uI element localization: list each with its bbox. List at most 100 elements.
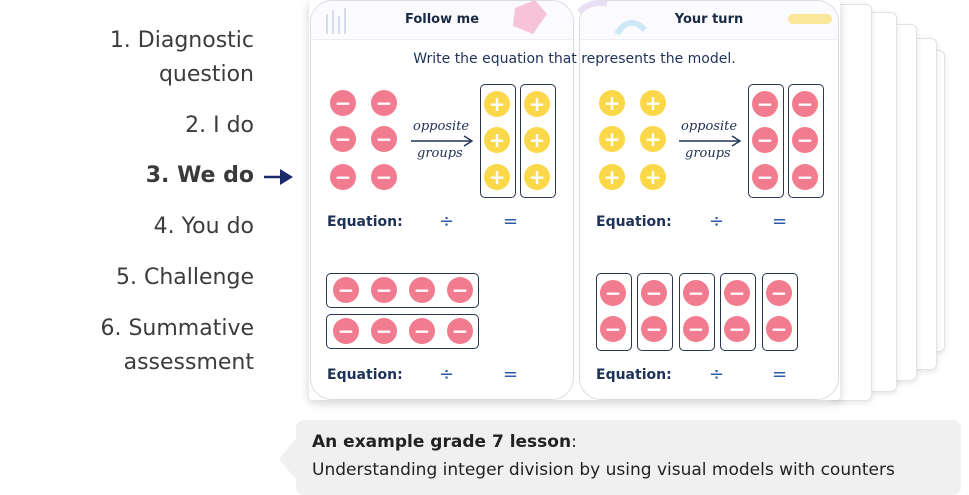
divide-symbol: ÷ [439,364,455,385]
caption-text: Understanding integer division by using … [312,460,895,480]
arrow-icon [679,135,742,147]
plus-icon: + [488,92,506,116]
group-box [788,84,824,198]
step-we-do[interactable]: 3. We do [146,159,254,193]
step-label: 2. I do [185,113,254,138]
negative-counter: − [683,280,709,306]
opposite-label: opposite [413,119,470,134]
group-box [762,273,798,351]
negative-counter: − [600,316,626,342]
positive-counter: + [640,126,666,152]
minus-icon: − [334,91,352,115]
equation-label: Equation: [327,214,403,230]
minus-icon: − [645,317,663,341]
step-i-do[interactable]: 2. I do [185,109,254,143]
negative-counter: − [330,164,356,190]
plus-icon: + [488,128,506,152]
positive-counter: + [524,91,550,117]
negative-counter: − [766,316,792,342]
negative-counter: − [409,277,435,303]
equals-symbol: = [772,364,788,385]
plus-icon: + [528,165,546,189]
groups-label: groups [417,146,463,161]
minus-icon: − [413,278,431,302]
step-label: 1. Diagnostic [109,28,254,53]
divide-symbol: ÷ [709,364,725,385]
divide-symbol: ÷ [709,211,725,232]
groups-label: groups [685,146,731,161]
positive-counter: + [599,126,625,152]
arrow-icon [411,135,474,147]
positive-counter: + [524,127,550,153]
step-you-do[interactable]: 4. You do [154,210,254,244]
positive-counter: + [484,91,510,117]
caption-title: An example grade 7 lesson: [312,432,577,452]
minus-icon: − [604,281,622,305]
minus-icon: − [645,281,663,305]
minus-icon: − [334,165,352,189]
negative-counter: − [447,318,473,344]
negative-counter: − [641,280,667,306]
plus-icon: + [603,127,621,151]
step-challenge[interactable]: 5. Challenge [116,261,254,295]
negative-counter: − [409,318,435,344]
step-label-line2: question [158,62,254,87]
step-label: 5. Challenge [116,265,254,290]
positive-counter: + [640,164,666,190]
step-diagnostic[interactable]: 1. Diagnostic question [110,24,254,92]
plus-icon: + [528,92,546,116]
negative-counter: − [752,91,778,117]
minus-icon: − [337,278,355,302]
decorative-bar-icon [788,14,832,24]
negative-counter: − [333,318,359,344]
minus-icon: − [375,278,393,302]
positive-counter: + [484,164,510,190]
plus-icon: + [603,91,621,115]
lesson-slide: Follow me Your turn Write the equation t… [309,0,840,400]
negative-counter: − [724,280,750,306]
current-step-arrow-icon [264,169,293,185]
minus-icon: − [796,165,814,189]
minus-icon: − [687,281,705,305]
negative-counter: − [371,90,397,116]
positive-counter: + [524,164,550,190]
negative-counter: − [371,164,397,190]
group-box [679,273,715,351]
negative-counter: − [333,277,359,303]
caption-bold: An example grade 7 lesson [312,432,572,452]
negative-counter: − [330,126,356,152]
positive-counter: + [484,127,510,153]
negative-counter: − [683,316,709,342]
negative-counter: − [752,164,778,190]
negative-counter: − [641,316,667,342]
negative-counter: − [371,126,397,152]
minus-icon: − [756,128,774,152]
plus-icon: + [644,127,662,151]
minus-icon: − [756,92,774,116]
negative-counter: − [447,277,473,303]
minus-icon: − [451,319,469,343]
group-box [326,314,479,349]
plus-icon: + [644,165,662,189]
minus-icon: − [728,317,746,341]
minus-icon: − [334,127,352,151]
negative-counter: − [330,90,356,116]
decorative-arc-icon [577,0,647,36]
minus-icon: − [770,317,788,341]
group-box [520,84,556,198]
plus-icon: + [644,91,662,115]
step-label: 6. Summative [100,316,254,341]
equals-symbol: = [503,211,519,232]
group-box [326,273,479,308]
positive-counter: + [599,90,625,116]
caption-box [296,420,961,495]
minus-icon: − [375,165,393,189]
equation-label: Equation: [596,214,672,230]
plus-icon: + [488,165,506,189]
equals-symbol: = [772,211,788,232]
equals-symbol: = [503,364,519,385]
minus-icon: − [796,128,814,152]
step-label-line2: assessment [123,350,254,375]
negative-counter: − [600,280,626,306]
step-summative[interactable]: 6. Summative assessment [100,312,254,380]
